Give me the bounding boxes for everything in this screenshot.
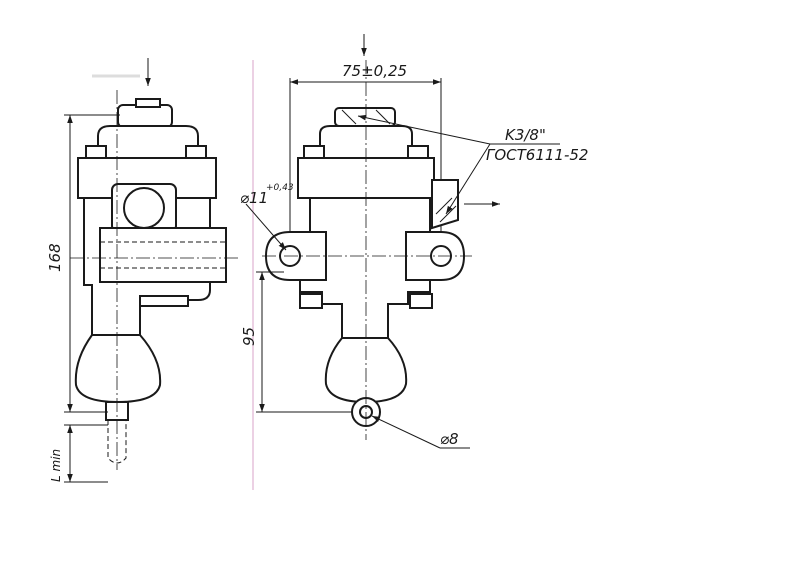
thread-leader-1 <box>357 114 491 145</box>
front-cap-hatch <box>341 109 357 125</box>
side-port-boss <box>111 183 177 233</box>
front-bolt-left <box>303 145 325 159</box>
thread-note-line2: ГОСТ6111-52 <box>486 146 588 164</box>
front-bolt-right <box>407 145 429 159</box>
dim-8-leader <box>371 415 441 449</box>
side-bolt-left <box>85 145 107 159</box>
thread-leader-2 <box>445 143 491 215</box>
front-view: 75±0,25 <box>240 34 588 449</box>
dim-11-tolerance: +0,43 <box>266 183 294 193</box>
front-port-hatch-2 <box>439 205 457 223</box>
side-pin <box>107 420 127 464</box>
side-view: 168 L min <box>46 58 240 483</box>
side-mount-lug <box>99 227 227 283</box>
thread-note-line1: K3/8" <box>505 126 546 144</box>
side-lower-bolts <box>139 295 189 307</box>
dim-lmin-label: L min <box>49 449 63 482</box>
side-upper-cover <box>97 125 199 161</box>
dim-11-label: ⌀11 <box>240 189 268 207</box>
front-outlet-port <box>431 179 459 230</box>
dim-75-label: 75±0,25 <box>342 62 407 80</box>
front-port-hatch <box>435 197 453 215</box>
side-top-nut <box>135 98 161 108</box>
front-lower-bolt-left <box>299 293 323 309</box>
front-cap-hatch-2 <box>375 109 391 125</box>
side-top-cap <box>117 104 173 128</box>
dim-8-label: ⌀8 <box>440 430 459 448</box>
side-bolt-right <box>185 145 207 159</box>
side-handle-knob <box>74 334 162 404</box>
dim-11-leader <box>245 203 287 251</box>
dim-95-label: 95 <box>240 327 258 346</box>
front-lower-bolt-right <box>409 293 433 309</box>
dim-168-label: 168 <box>46 243 64 272</box>
